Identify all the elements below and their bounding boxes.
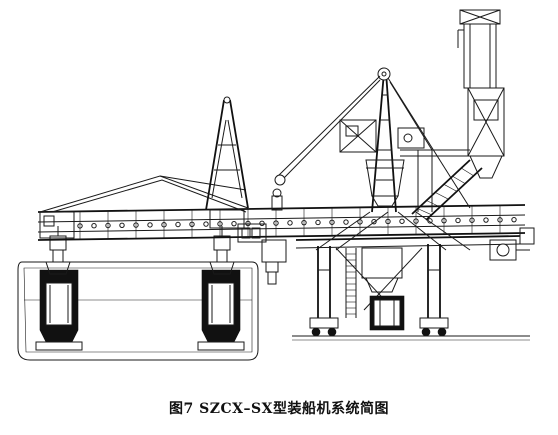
- boom-roller: [231, 220, 237, 227]
- boom-roller: [259, 220, 265, 226]
- incline-web-member: [461, 167, 474, 177]
- transfer-tower: [457, 9, 505, 179]
- base-hopper: [361, 247, 405, 331]
- incline-web-member: [417, 208, 432, 216]
- cargo-hold-right: [197, 269, 245, 351]
- cargo-hold-left: [35, 269, 83, 351]
- access-ladder: [345, 248, 357, 318]
- walkway: [400, 149, 470, 212]
- incline-web-member: [435, 192, 449, 200]
- boom-roller: [287, 220, 293, 226]
- boom-pulley: [271, 174, 286, 211]
- loading-spout-right: [209, 226, 235, 275]
- ship-loader-drawing: [17, 9, 535, 361]
- figure-caption: 图7 SZCX–SX型装船机系统简图: [169, 401, 389, 417]
- quay-ground: [292, 335, 530, 341]
- boom-mast: [205, 96, 249, 229]
- boom-roller: [315, 219, 321, 226]
- boom-roller: [343, 219, 349, 225]
- drive-unit: [489, 227, 535, 261]
- boom-roller: [399, 218, 405, 224]
- boom-stay-cables: [39, 175, 249, 213]
- boom-roller: [483, 217, 489, 223]
- incline-web-member: [426, 200, 441, 208]
- winch-units: [237, 223, 287, 285]
- inclined-conveyor: [411, 159, 483, 221]
- incline-web-member: [443, 184, 457, 192]
- boom-roller: [203, 221, 209, 227]
- feed-hopper: [365, 159, 405, 207]
- boom-roller: [371, 218, 377, 225]
- boom-roller: [119, 222, 125, 228]
- incline-web-member: [452, 175, 466, 184]
- boom-roller: [455, 217, 461, 224]
- machinery-house: [339, 119, 425, 153]
- travel-bogie-right: [419, 317, 449, 337]
- boom-roller: [175, 221, 181, 228]
- boom-roller: [511, 216, 517, 223]
- boom-roller: [91, 222, 97, 229]
- main-tower: [275, 67, 471, 213]
- loading-spout-left: [45, 226, 71, 275]
- travel-bogie-left: [309, 317, 339, 337]
- boom-conveyor: [37, 204, 526, 241]
- boom-roller: [147, 222, 153, 228]
